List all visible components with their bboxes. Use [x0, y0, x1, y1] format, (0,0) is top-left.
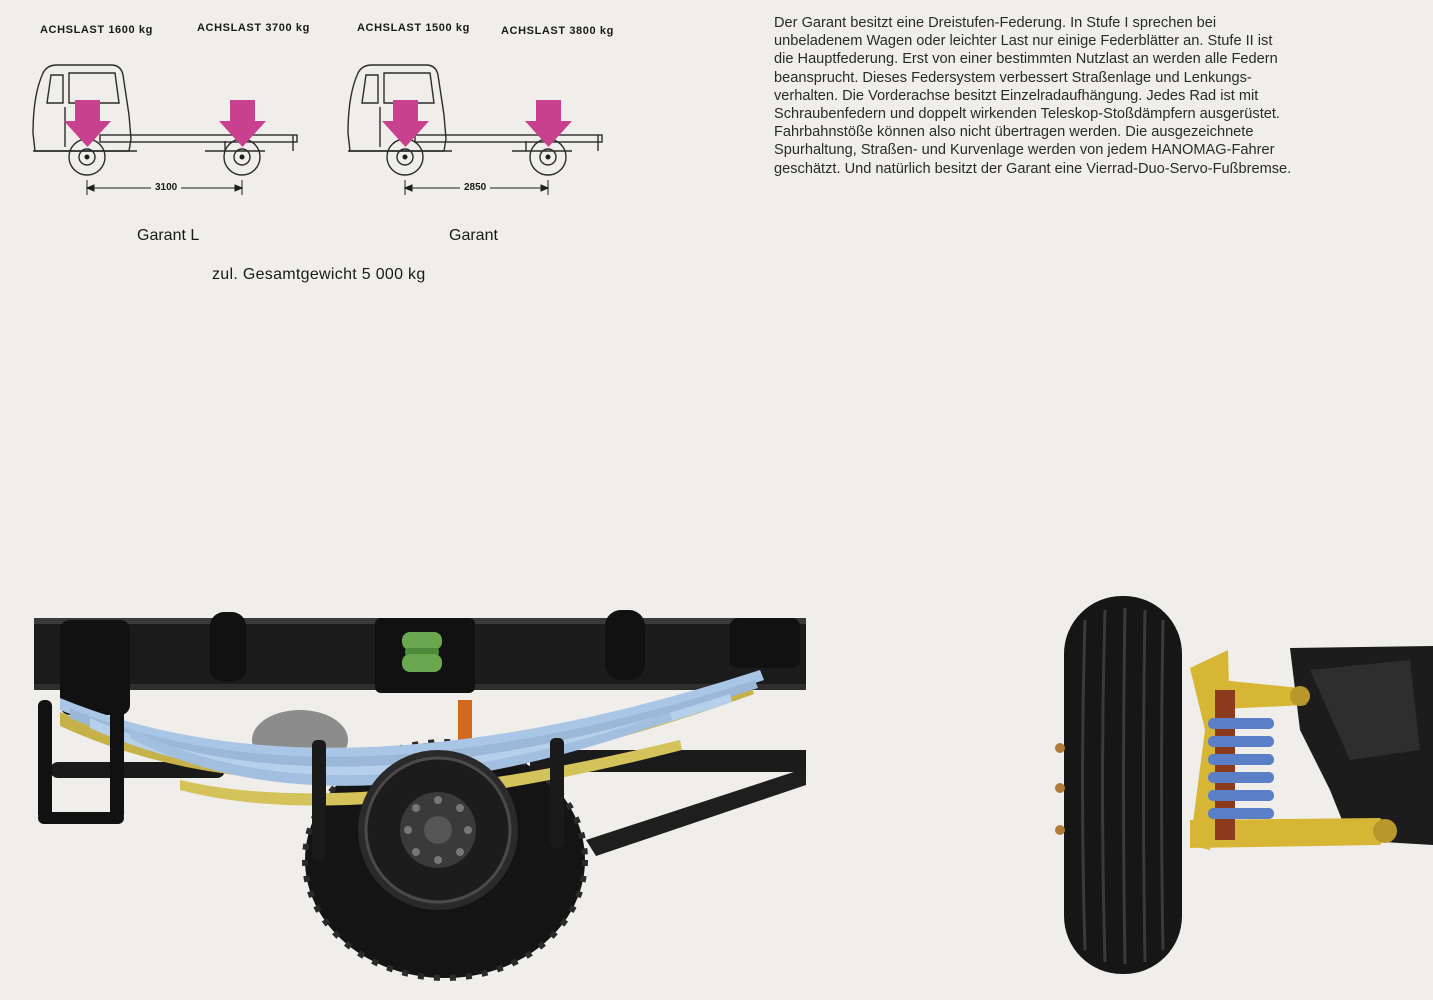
description-line: verhalten. Die Vorderachse besitzt Einze…: [774, 87, 1259, 104]
wheelbase-label: 3100: [151, 182, 182, 193]
description-line: unbeladenem Wagen oder leichter Last nur…: [774, 33, 1273, 50]
description-line: Schraubenfedern und doppelt wirkenden Te…: [774, 106, 1280, 123]
model-name-garant: Garant: [449, 227, 498, 244]
front-suspension-photo: [1055, 596, 1433, 974]
front-load-arrow: [64, 100, 111, 147]
description-line: Fahrbahnstöße können also nicht übertrag…: [774, 124, 1254, 141]
truck-diagram-garant-l: [32, 64, 298, 195]
rear-axle-leaf-spring-photo: [34, 610, 806, 981]
rear-axle-load-label: ACHSLAST 3700 kg: [197, 22, 310, 34]
front-axle-load-label: ACHSLAST 1600 kg: [40, 24, 153, 36]
front-load-arrow: [382, 100, 429, 147]
rear-axle-load-label: ACHSLAST 3800 kg: [501, 25, 614, 37]
model-name-garant-l: Garant L: [137, 227, 200, 244]
description-line: die Hauptfederung. Erst von einer bestim…: [774, 51, 1278, 68]
description-paragraph: Der Garant besitzt eine Dreistufen-Feder…: [774, 14, 1374, 178]
description-line: Der Garant besitzt eine Dreistufen-Feder…: [774, 15, 1217, 31]
rear-load-arrow: [525, 100, 572, 147]
gross-weight-label: zul. Gesamtgewicht 5 000 kg: [212, 266, 426, 283]
rear-load-arrow: [219, 100, 266, 147]
description-line: beansprucht. Dieses Federsystem verbesse…: [774, 69, 1252, 86]
truck-diagram-garant: [347, 64, 603, 195]
wheelbase-label: 2850: [460, 182, 491, 193]
description-line: Spurhaltung, Straßen- und Kurvenlage wer…: [774, 142, 1275, 159]
description-line: geschätzt. Und natürlich besitzt der Gar…: [774, 160, 1292, 177]
front-axle-load-label: ACHSLAST 1500 kg: [357, 22, 470, 34]
